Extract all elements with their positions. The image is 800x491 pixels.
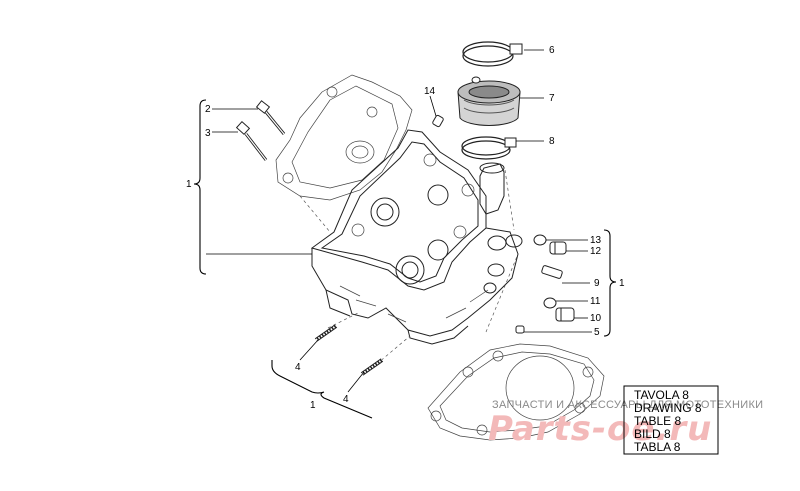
watermark-caption: ЗАПЧАСТИ И АКСЕССУАРЫ ДЛЯ МОТОТЕХНИКИ	[492, 399, 763, 411]
callout-13: 13	[590, 235, 602, 246]
table-line-4: BILD 8	[634, 427, 671, 441]
cylinder-head-drawing	[299, 129, 523, 369]
callout-7: 7	[549, 93, 555, 104]
callout-2: 2	[205, 104, 211, 115]
bolt-2-drawing	[255, 100, 286, 135]
callout-9: 9	[594, 278, 600, 289]
table-line-1: TAVOLA 8	[634, 388, 689, 402]
callout-8: 8	[549, 136, 555, 147]
callout-1-right: 1	[619, 278, 625, 289]
watermark: Parts-oe.ru ЗАПЧАСТИ И АКСЕССУАРЫ ДЛЯ МО…	[488, 399, 763, 449]
dowel-14-drawing	[432, 114, 444, 128]
bracket-bottom	[271, 360, 373, 419]
watermark-logo: Parts-oe.ru	[488, 409, 712, 449]
callout-4-lower: 4	[343, 394, 349, 405]
bolt-3-drawing	[235, 120, 268, 161]
stud-4-lower-drawing	[360, 358, 384, 376]
clamp-6-drawing	[462, 41, 523, 67]
bolt-9-drawing	[541, 265, 563, 279]
callout-1-bottom: 1	[310, 400, 316, 411]
callout-1-left: 1	[186, 179, 192, 190]
intake-manifold-7-drawing	[457, 76, 521, 126]
dowel-5-drawing	[515, 325, 525, 334]
callout-4-upper: 4	[295, 362, 301, 373]
table-line-2: DRAWING 8	[634, 401, 702, 415]
callout-3: 3	[205, 128, 211, 139]
washer-11-drawing	[543, 297, 557, 309]
clamp-8-drawing	[461, 136, 517, 160]
head-gasket-drawing	[427, 343, 605, 441]
callout-12: 12	[590, 246, 602, 257]
plug-10-drawing	[555, 307, 575, 322]
callout-6: 6	[549, 45, 555, 56]
stud-4-upper-drawing	[314, 324, 338, 342]
table-line-3: TABLE 8	[634, 414, 681, 428]
table-line-5: TABLA 8	[634, 440, 681, 454]
callout-11: 11	[590, 296, 601, 307]
callout-10: 10	[590, 313, 602, 324]
valve-cover-drawing	[275, 74, 413, 201]
leader-lines	[206, 49, 592, 393]
drawing-table-box: TAVOLA 8 DRAWING 8 TABLE 8 BILD 8 TABLA …	[623, 385, 719, 455]
washer-13-drawing	[533, 234, 547, 246]
plug-12-drawing	[549, 241, 567, 255]
bracket-right	[603, 229, 617, 337]
bracket-left	[193, 99, 207, 275]
callout-14: 14	[424, 86, 436, 97]
callout-5: 5	[594, 327, 600, 338]
